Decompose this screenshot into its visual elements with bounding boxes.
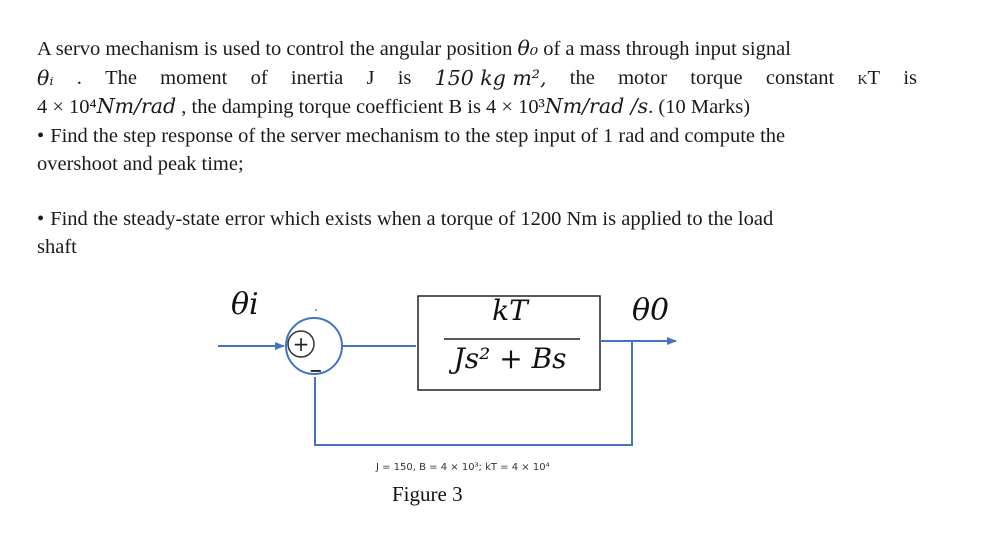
figure-caption: Figure 3 <box>392 482 463 506</box>
bullet-item-1-cont: overshoot and peak time; <box>37 153 244 175</box>
problem-line-2: θᵢ . The moment of inertia J is 150 kg m… <box>37 64 917 93</box>
stray-dot <box>315 309 317 311</box>
theta-symbol: θ0 <box>632 293 670 328</box>
problem-line-3: 4 × 10⁴Nm/rad , the damping torque coeff… <box>37 94 751 118</box>
summing-minus-sign: − <box>309 361 322 380</box>
theta-0-symbol: θ₀ <box>517 36 539 60</box>
kt-symbol: kT <box>857 66 881 89</box>
input-theta-label: θi <box>231 290 259 320</box>
transfer-function-block <box>417 295 601 391</box>
problem-line-1: A servo mechanism is used to control the… <box>37 36 791 60</box>
bullet-item-1: •Find the step response of the server me… <box>37 124 786 147</box>
theta-i-symbol: θᵢ <box>37 65 54 90</box>
bullet-item-2-cont: shaft <box>37 236 77 258</box>
parameter-values: J = 150, B = 4 × 10³; kT = 4 × 10⁴ <box>376 462 550 473</box>
bullet-item-2: •Find the steady-state error which exist… <box>37 207 774 230</box>
inertia-value: 150 kg m², <box>434 65 547 90</box>
summing-plus-sign: + <box>293 332 310 356</box>
unit-nm-per-rad-per-s: Nm/rad /s <box>544 94 649 118</box>
theta-symbol: θi <box>231 287 259 322</box>
output-theta-label: θ0 <box>632 296 669 326</box>
transfer-function-numerator: kT <box>492 294 528 327</box>
bullet-icon: • <box>37 207 45 230</box>
unit-nm-per-rad: Nm/rad <box>96 94 177 118</box>
transfer-function-denominator: Js² + Bs <box>453 342 567 375</box>
bullet-icon: • <box>37 124 45 147</box>
feedback-path <box>314 341 633 446</box>
summing-inner-ring <box>287 330 315 358</box>
problem-statement: A servo mechanism is used to control the… <box>37 34 917 262</box>
